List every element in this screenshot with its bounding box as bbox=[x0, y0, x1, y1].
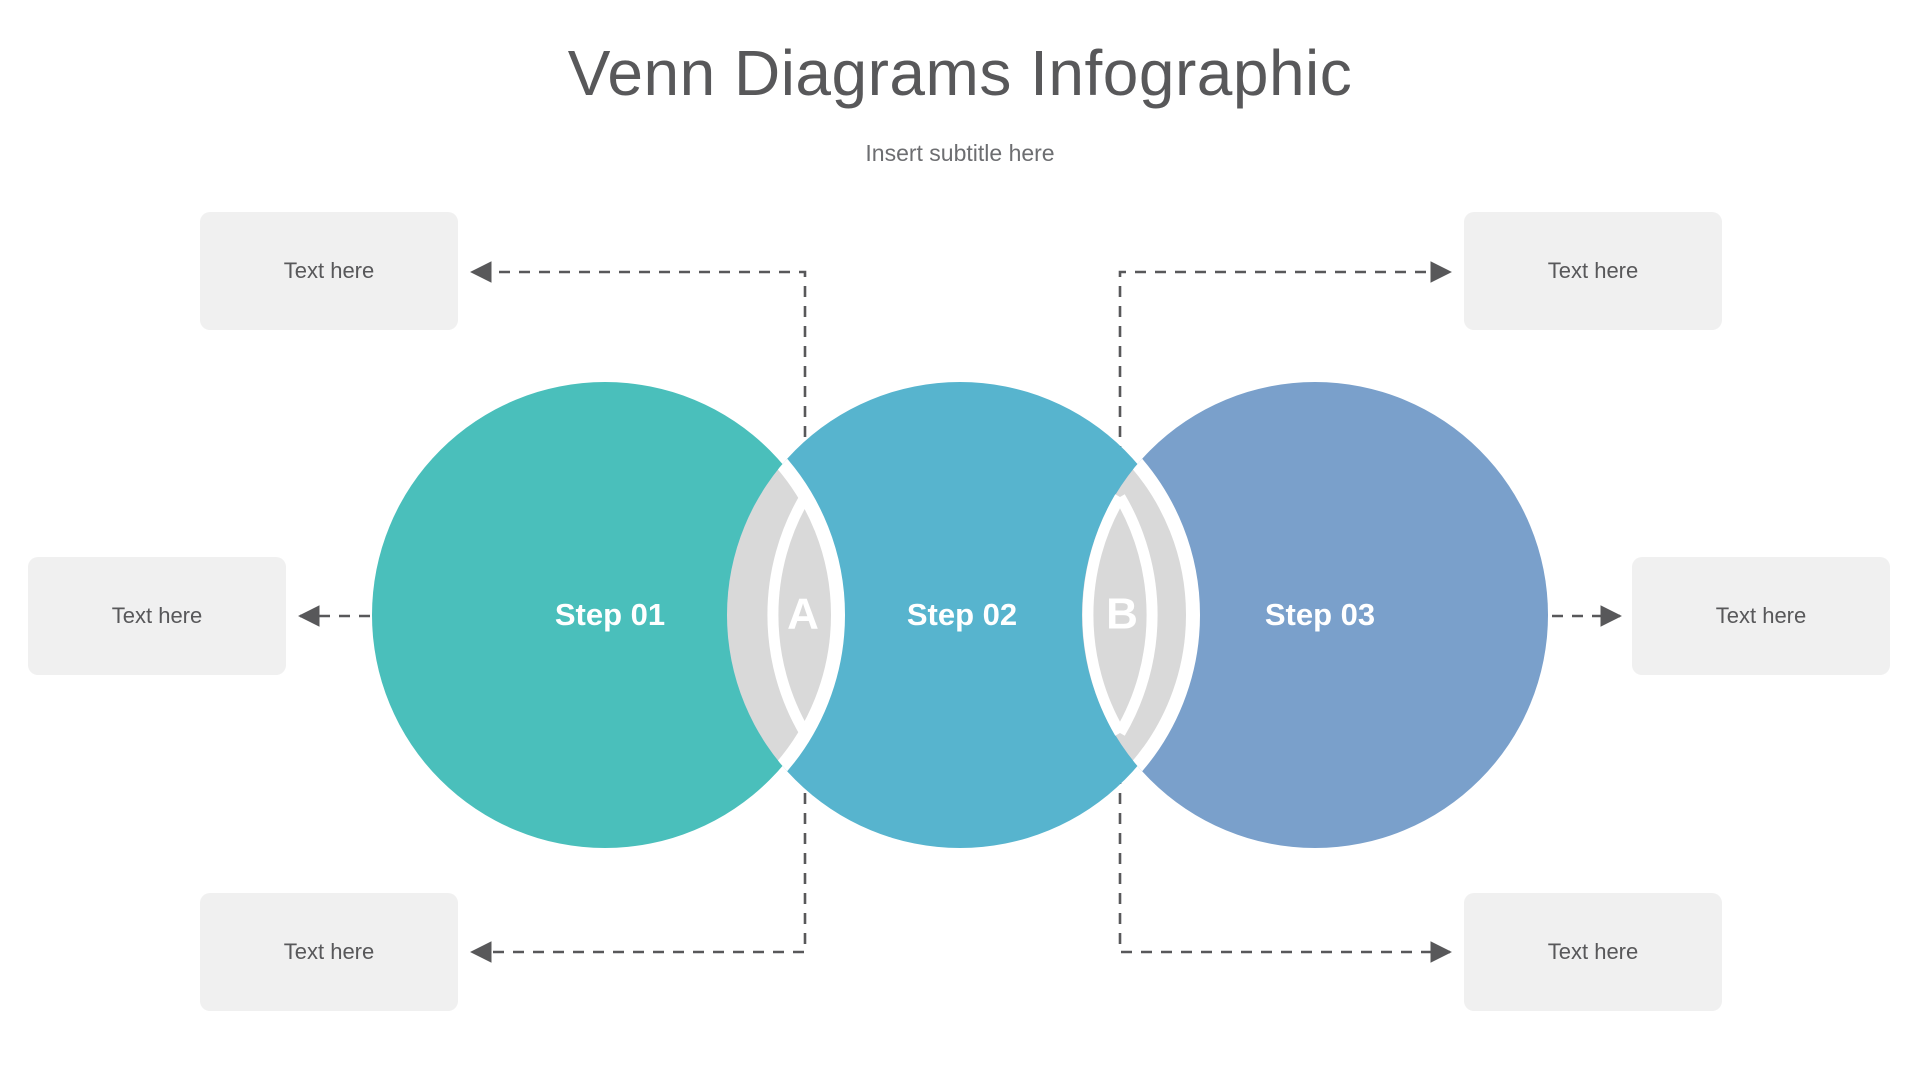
connector-top-right bbox=[1118, 261, 1452, 497]
callout-middle-right[interactable]: Text here bbox=[1632, 557, 1890, 675]
callout-top-right[interactable]: Text here bbox=[1464, 212, 1722, 330]
callout-top-left[interactable]: Text here bbox=[200, 212, 458, 330]
venn-circle-step-02[interactable] bbox=[727, 382, 1193, 848]
callout-bottom-left-label: Text here bbox=[283, 939, 375, 964]
venn-label-lens-b: B bbox=[1106, 590, 1138, 639]
connector-top-left bbox=[470, 261, 807, 497]
lens-b-shape[interactable] bbox=[727, 382, 1200, 848]
callout-bottom-right-label: Text here bbox=[1547, 939, 1639, 964]
lens-outlines bbox=[767, 494, 1158, 736]
page-subtitle: Insert subtitle here bbox=[865, 140, 1055, 166]
connector-group bbox=[298, 261, 1622, 963]
connector-bottom-left bbox=[470, 733, 807, 963]
callout-bottom-left[interactable]: Text here bbox=[200, 893, 458, 1011]
lens-a-left-arc bbox=[767, 494, 810, 736]
venn-circle-step-03[interactable] bbox=[1082, 382, 1548, 848]
venn-label-step-03: Step 03 bbox=[1265, 597, 1375, 632]
lens-a-right-arc bbox=[800, 494, 843, 736]
lens-b-left-arc bbox=[1082, 494, 1125, 736]
venn-label-step-02: Step 02 bbox=[907, 597, 1017, 632]
venn-label-lens-a: A bbox=[787, 590, 819, 639]
callout-middle-right-label: Text here bbox=[1715, 603, 1807, 628]
callout-top-left-label: Text here bbox=[283, 258, 375, 283]
venn-label-step-01: Step 01 bbox=[555, 597, 665, 632]
venn-circle-step-01[interactable] bbox=[372, 382, 838, 848]
callout-bottom-right[interactable]: Text here bbox=[1464, 893, 1722, 1011]
page-title: Venn Diagrams Infographic bbox=[567, 37, 1353, 109]
lens-b-right-arc bbox=[1115, 494, 1158, 736]
callout-middle-left[interactable]: Text here bbox=[28, 557, 286, 675]
callout-middle-left-label: Text here bbox=[111, 603, 203, 628]
callout-top-right-label: Text here bbox=[1547, 258, 1639, 283]
